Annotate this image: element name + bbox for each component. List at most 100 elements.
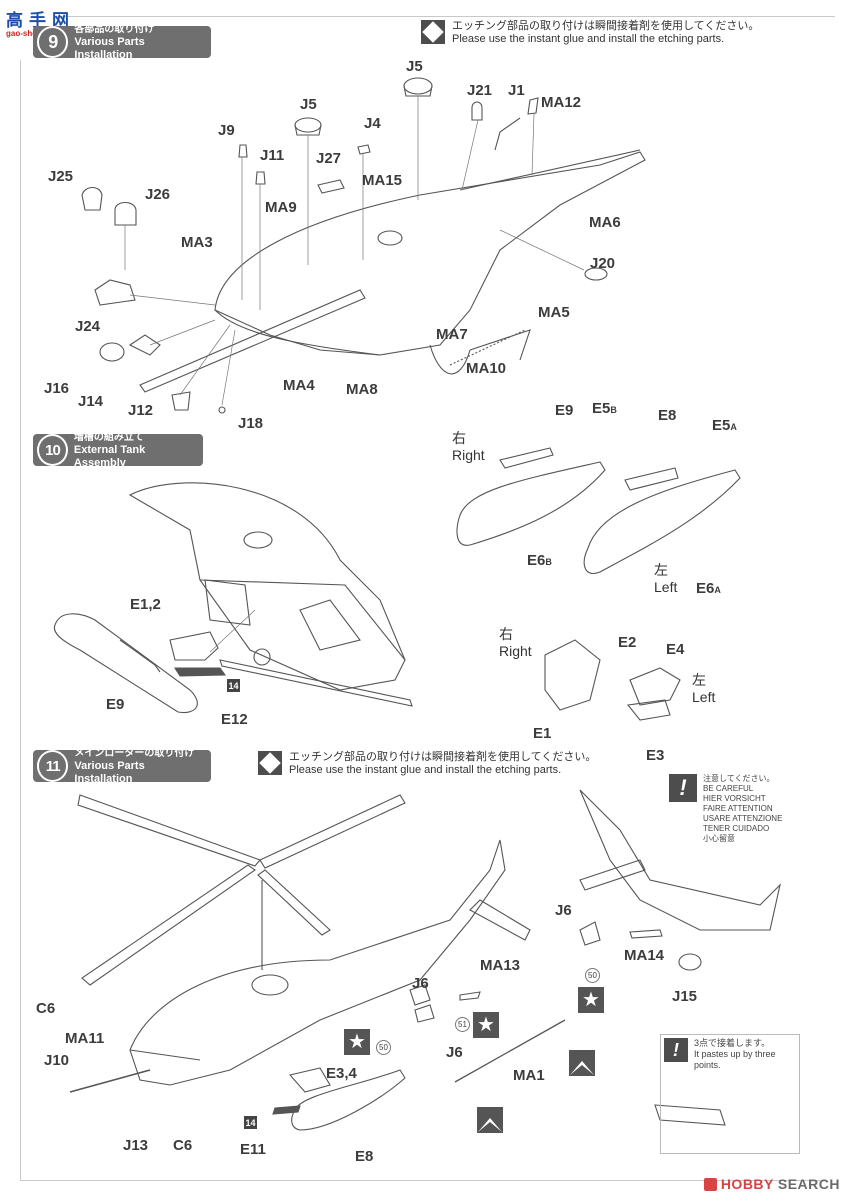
label-ma8: MA8	[346, 381, 378, 398]
label-ma3: MA3	[181, 234, 213, 251]
label-j5-top: J5	[406, 58, 423, 75]
label-j11: J11	[260, 147, 285, 164]
step-10-title-jp: 増槽の組み立て	[73, 431, 144, 443]
step-11-title-jp: メインローターの取り付け	[74, 747, 195, 759]
step-9-number: 9	[37, 26, 69, 58]
label-c6-lower: C6	[173, 1137, 193, 1154]
caution-line-cn: 小心留意	[703, 834, 735, 843]
three-point-note-jp: 3点で接着します。	[694, 1038, 771, 1048]
step-9-title-en: Various Parts Installation	[74, 35, 145, 61]
label-e9-assembly: E9	[106, 696, 125, 713]
decal-51: 51	[455, 1017, 470, 1032]
step-9-title-jp: 各部品の取り付け	[74, 23, 155, 35]
decal-14-step10: 14	[227, 679, 240, 692]
step-10-title-en: External Tank Assembly	[73, 443, 146, 469]
label-e5b: E5B	[592, 400, 617, 417]
pylon-right-side-label: 右 Right	[499, 626, 532, 660]
bottom-border-line	[20, 1180, 820, 1181]
label-j20: J20	[590, 255, 616, 272]
star-marker-left: ★	[344, 1029, 370, 1055]
caution-line-de: HIER VORSICHT	[703, 794, 766, 803]
label-e6a: E6A	[696, 580, 721, 597]
step11-tail-detail	[579, 789, 781, 971]
label-e3-4: E3,4	[326, 1065, 357, 1082]
label-ma7: MA7	[436, 326, 468, 343]
label-ma14: MA14	[624, 947, 665, 964]
step10-helicopter-drawing	[128, 482, 413, 707]
label-ma6: MA6	[589, 214, 621, 231]
caution-line-jp: 注意してください。	[703, 774, 775, 783]
step-11-number: 11	[37, 750, 69, 782]
label-e1-2: E1,2	[130, 596, 161, 613]
label-j1: J1	[508, 82, 525, 99]
label-e12: E12	[221, 711, 248, 728]
label-j6-right: J6	[555, 902, 572, 919]
top-border-line	[55, 16, 835, 17]
label-e6b: E6B	[527, 552, 552, 569]
label-e8-tank: E8	[658, 407, 677, 424]
label-j6-middle: J6	[412, 975, 429, 992]
exclamation-icon: !	[664, 1038, 688, 1062]
label-j24: J24	[75, 318, 101, 335]
label-ma5: MA5	[538, 304, 570, 321]
pylon-right-en: Right	[499, 643, 532, 659]
chevron-up-icon	[570, 1051, 594, 1075]
label-ma1: MA1	[513, 1067, 545, 1084]
star-marker-middle: ★	[473, 1012, 499, 1038]
label-j13: J13	[123, 1137, 149, 1154]
tank-left-side-label: 左 Left	[654, 562, 677, 596]
label-j18: J18	[238, 415, 264, 432]
caution-line-es: TENER CUIDADO	[703, 824, 770, 833]
label-j4: J4	[364, 115, 381, 132]
caution-line-it: USARE ATTENZIONE	[703, 814, 783, 823]
label-e6b-sub: B	[545, 557, 552, 567]
etching-notice-step11-jp: エッチング部品の取り付けは瞬間接着剤を使用してください。	[289, 751, 597, 763]
label-j9: J9	[218, 122, 235, 139]
label-ma13: MA13	[480, 957, 521, 974]
step10-assembly-tank	[53, 609, 256, 714]
etching-notice-top-jp: エッチング部品の取り付けは瞬間接着剤を使用してください。	[452, 20, 760, 32]
step9-helicopter-drawing	[81, 77, 646, 414]
caution-line-fr: FAIRE ATTENTION	[703, 804, 773, 813]
label-e3: E3	[646, 747, 665, 764]
label-ma9: MA9	[265, 199, 297, 216]
label-j14: J14	[78, 393, 104, 410]
caution-note: ! 注意してください。 BE CAREFUL HIER VORSICHT FAI…	[669, 774, 782, 844]
exclamation-icon: !	[669, 774, 697, 802]
step-11-title-en: Various Parts Installation	[74, 759, 145, 785]
tank-right-jp: 右	[452, 430, 466, 446]
step11-mid-parts	[409, 984, 726, 1126]
label-e5a: E5A	[712, 417, 737, 434]
left-border-line	[20, 60, 21, 1180]
label-j16: J16	[44, 380, 70, 397]
chevron-marker-right	[569, 1050, 595, 1076]
hobby-search-brand-2: SEARCH	[777, 1176, 840, 1192]
etching-notice-top: エッチング部品の取り付けは瞬間接着剤を使用してください。 Please use …	[421, 20, 759, 46]
pylon-left-jp: 左	[692, 672, 706, 688]
tank-left-en: Left	[654, 579, 678, 595]
chevron-up-icon	[478, 1108, 502, 1132]
three-point-note: ! 3点で接着します。 It pastes up by three points…	[660, 1034, 800, 1154]
label-e6b-main: E6	[527, 552, 546, 569]
hobby-search-brand-1: HOBBY	[720, 1176, 774, 1192]
tank-right-en: Right	[452, 447, 485, 463]
decal-50-right: 50	[585, 968, 600, 983]
label-j27: J27	[316, 150, 342, 167]
step-10-number: 10	[37, 434, 68, 466]
label-j26: J26	[145, 186, 171, 203]
label-e2: E2	[618, 634, 637, 651]
label-e5b-main: E5	[592, 400, 611, 417]
label-ma10: MA10	[466, 360, 507, 377]
watermark-site-name: 高手网	[6, 11, 75, 30]
pylon-left-en: Left	[692, 689, 716, 705]
tank-right-side-label: 右 Right	[452, 430, 485, 464]
label-j25: J25	[48, 168, 74, 185]
step-9-header: 9 各部品の取り付け Various Parts Installation	[33, 23, 211, 61]
label-ma11: MA11	[65, 1030, 105, 1047]
label-e6a-main: E6	[696, 580, 715, 597]
etching-notice-step11-en: Please use the instant glue and install …	[289, 764, 562, 776]
label-c6-upper: C6	[36, 1000, 56, 1017]
label-e6a-sub: A	[714, 585, 721, 595]
label-ma4: MA4	[283, 377, 315, 394]
